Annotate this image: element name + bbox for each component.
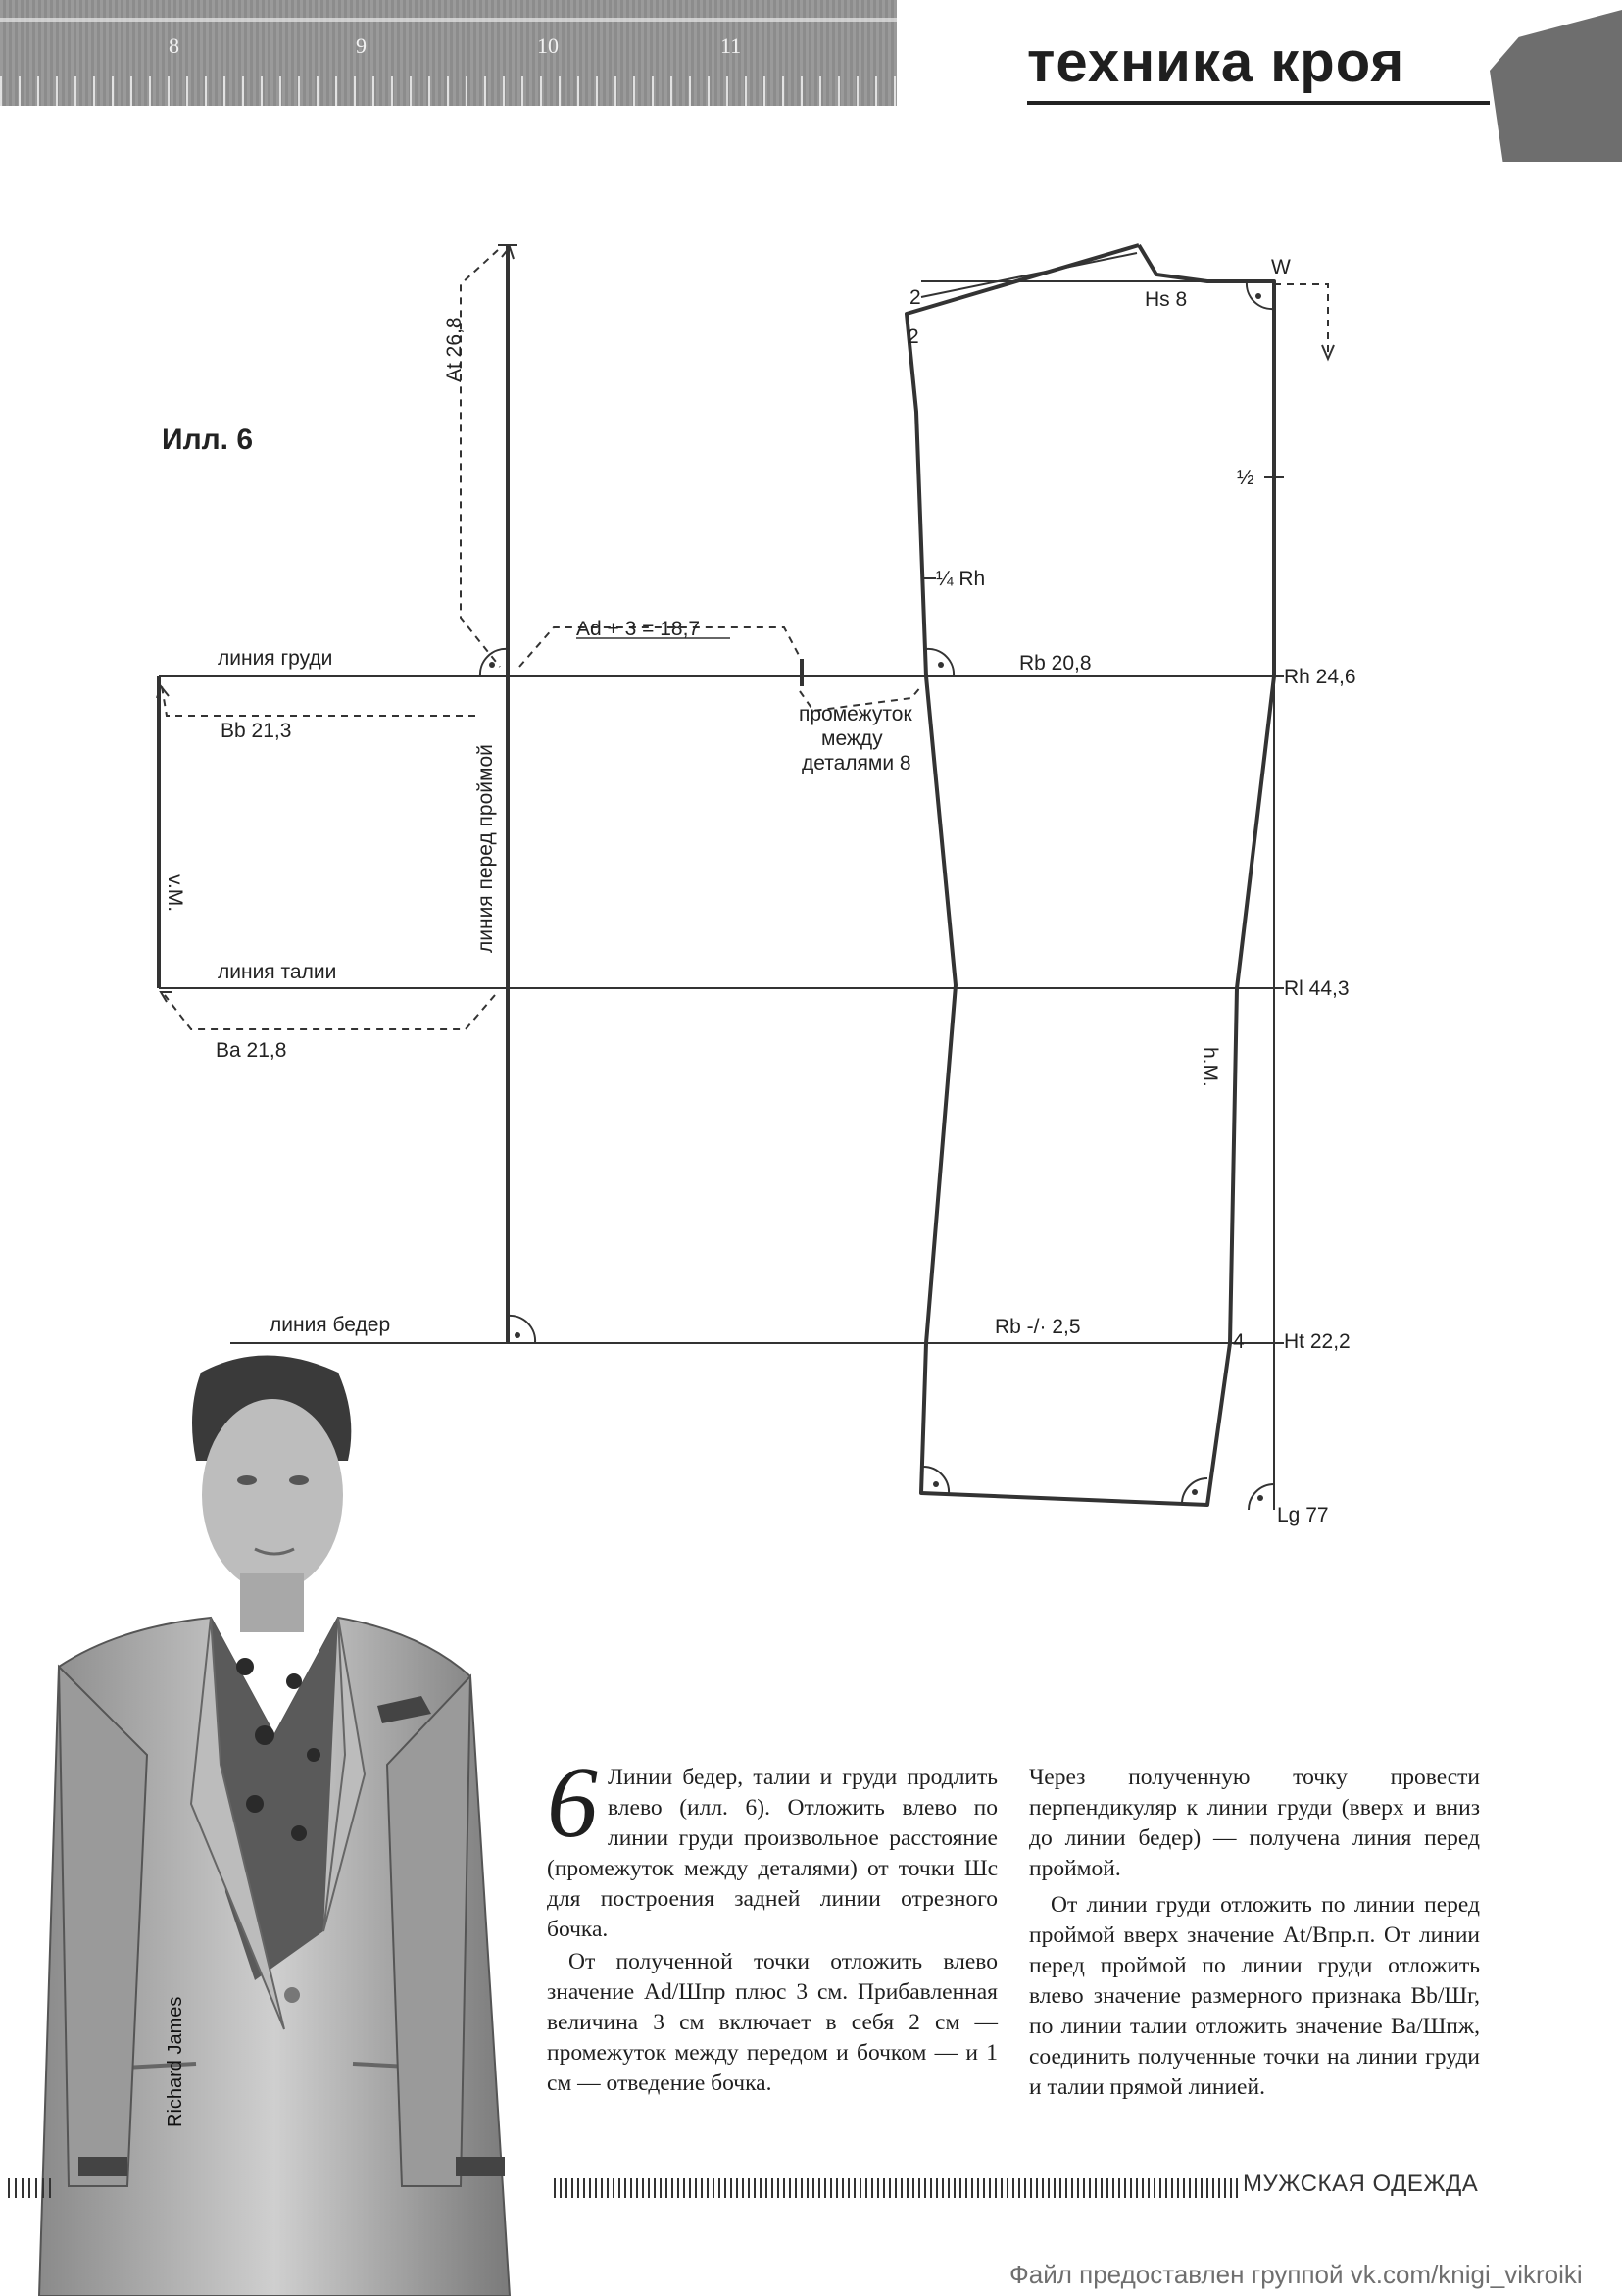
- rb-minus-label: Rb -/· 2,5: [995, 1316, 1081, 1338]
- vm-label: v.M.: [164, 874, 186, 912]
- quarter-rh-label: ¼ Rh: [936, 568, 985, 590]
- footer-section: МУЖСКАЯ ОДЕЖДА: [1243, 2171, 1479, 2197]
- photo-credit: Richard James: [165, 1996, 186, 2127]
- w-arrow: [1274, 283, 1329, 353]
- arrowhead: [501, 244, 515, 260]
- model-photo: [37, 1355, 512, 2296]
- bb-arrow: [161, 685, 475, 717]
- paragraph: Через полученную точку провести перпенди…: [1029, 1765, 1480, 1881]
- figure-label: Илл. 6: [162, 424, 254, 456]
- ruler-number: 11: [720, 33, 742, 58]
- ba-label: Ba 21,8: [216, 1039, 286, 1062]
- ba-arrow: [164, 994, 496, 1030]
- dot-mark: [933, 1481, 939, 1487]
- waist-line-label: линия талии: [218, 961, 336, 983]
- angle-mark: [1248, 1483, 1275, 1511]
- gap-label-1: промежуток: [799, 703, 912, 725]
- drop-cap: 6: [547, 1746, 598, 1859]
- arrowhead: [156, 683, 170, 699]
- ad-label: Ad + 3 = 18,7: [576, 618, 700, 640]
- footer-barcode-left: [8, 2178, 51, 2198]
- dot-mark: [938, 662, 944, 668]
- paragraph: От линии груди отложить по линии перед п…: [1029, 1892, 1480, 2100]
- panel-outline: [905, 243, 1276, 1507]
- angle-mark: [507, 1314, 537, 1344]
- ht-label: Ht 22,2: [1284, 1330, 1351, 1353]
- hm-label: h.M.: [1199, 1047, 1221, 1087]
- footer-barcode: [554, 2178, 1240, 2198]
- hs-label: Hs 8: [1145, 288, 1187, 311]
- rh-label: Rh 24,6: [1284, 666, 1356, 688]
- front-armhole-label: линия перед проймой: [474, 744, 497, 953]
- breast-line-label: линия груди: [218, 647, 332, 670]
- half-label: ½: [1237, 467, 1254, 489]
- w-label: W: [1271, 256, 1291, 278]
- paragraph: От полученной точки отложить влево значе…: [547, 1949, 998, 2096]
- dot-mark: [1255, 293, 1261, 299]
- dot-mark: [1257, 1495, 1263, 1501]
- ruler-number: 9: [356, 33, 367, 58]
- text-column-2: Через полученную точку провести перпенди…: [1029, 1763, 1480, 2105]
- shoulder-guide: [920, 252, 1138, 298]
- rl-label: Rl 44,3: [1284, 977, 1350, 1000]
- at-arrow: [460, 249, 501, 668]
- arrowhead: [1321, 344, 1335, 362]
- title-underline: [1027, 101, 1490, 105]
- gap-label-3: деталями 8: [802, 752, 911, 774]
- ruler-number: 8: [169, 33, 179, 58]
- file-credit: Файл предоставлен группой vk.com/knigi_v…: [1009, 2260, 1583, 2289]
- rb-label: Rb 20,8: [1019, 652, 1092, 674]
- ruler-number: 10: [537, 33, 559, 58]
- dot-mark: [489, 662, 495, 668]
- header-ruler: 8 9 10 11: [0, 0, 897, 106]
- angle-mark: [925, 647, 956, 677]
- angle-mark: [1245, 280, 1275, 311]
- dot-mark: [1192, 1489, 1198, 1495]
- point-2-label: 2: [909, 286, 921, 309]
- gap-arrow: [799, 685, 922, 713]
- page-title: техника кроя: [1027, 30, 1405, 94]
- ruler-ticks: [0, 76, 897, 106]
- text-column-1: 6 Линии бедер, талии и груди продлить вл…: [547, 1746, 998, 2101]
- point-2-label: 2: [908, 325, 919, 348]
- gap-label-2: между: [821, 727, 883, 750]
- angle-mark: [922, 1465, 951, 1495]
- angle-mark: [478, 647, 509, 677]
- hip-line-label: линия бедер: [270, 1314, 390, 1336]
- paragraph: Линии бедер, талии и груди продлить влев…: [547, 1765, 998, 1942]
- lg-label: Lg 77: [1277, 1504, 1329, 1526]
- point-4-label: 4: [1233, 1330, 1245, 1353]
- ad-arrow: [518, 626, 801, 668]
- dot-mark: [515, 1332, 520, 1338]
- arrowhead: [159, 991, 172, 1003]
- ruler-line: [0, 18, 897, 22]
- angle-mark: [1181, 1477, 1208, 1505]
- bb-label: Bb 21,3: [221, 720, 291, 742]
- at-label: At 26,8: [443, 317, 466, 382]
